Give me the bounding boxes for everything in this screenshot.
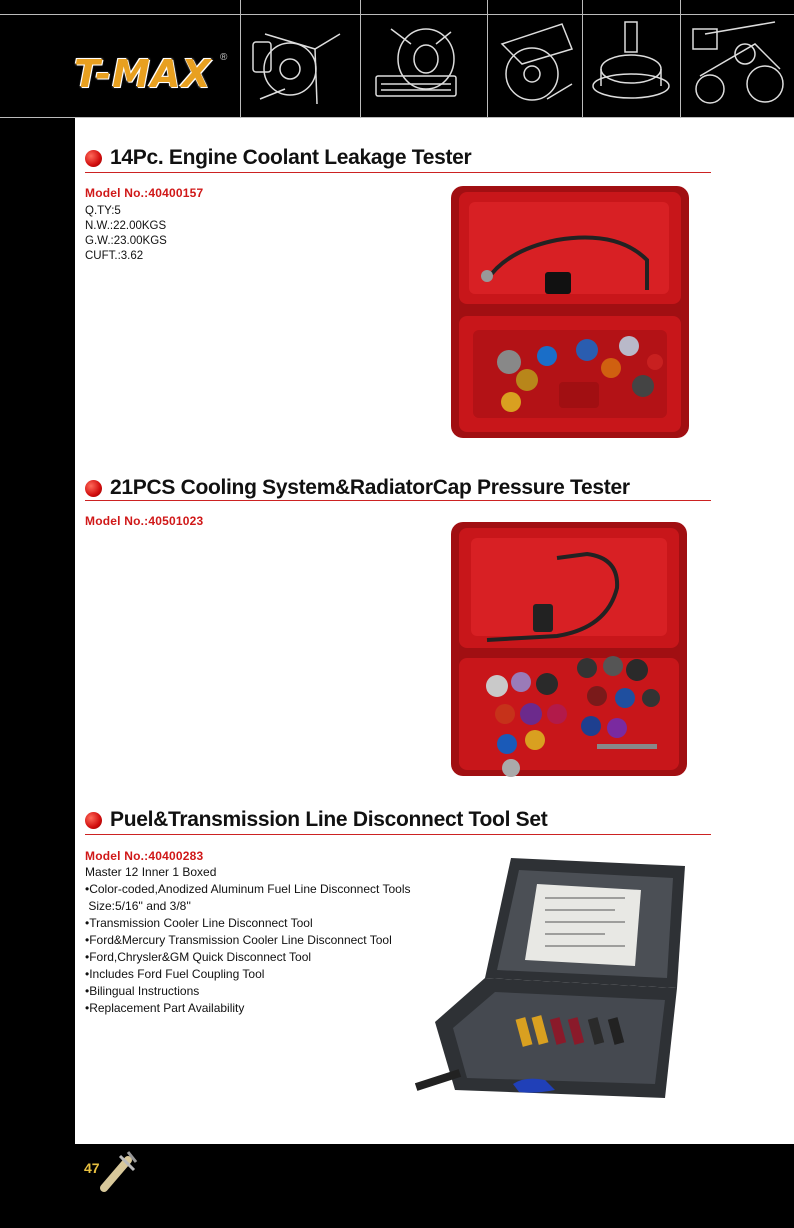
- wrench-icon: [100, 1151, 138, 1192]
- spec-qty: Q.TY:5: [85, 205, 121, 217]
- coolant-tester-case-image: [451, 186, 689, 438]
- page-number: 47: [84, 1160, 100, 1176]
- header-divider: [360, 0, 361, 118]
- section-header: Puel&Transmission Line Disconnect Tool S…: [85, 808, 548, 832]
- gear-tool-sketch-icon: [375, 28, 457, 97]
- feature-item: •Ford,Chrysler&GM Quick Disconnect Tool: [85, 950, 312, 964]
- feature-item: Size:5/16'' and 3/8'': [85, 899, 191, 913]
- red-bullet-icon: [85, 479, 102, 497]
- spec-gross-weight: G.W.:23.00KGS: [85, 235, 167, 247]
- feature-item: •Color-coded,Anodized Aluminum Fuel Line…: [85, 882, 411, 896]
- section-rule: [85, 500, 711, 501]
- wheel-puller-sketch-icon: [252, 33, 341, 105]
- header-divider: [240, 0, 241, 118]
- belt-tool-sketch-icon: [692, 21, 784, 104]
- hub-tool-sketch-icon: [500, 23, 574, 101]
- disconnect-tool-case-image: [415, 858, 685, 1098]
- product-title: 14Pc. Engine Coolant Leakage Tester: [110, 146, 472, 169]
- header-rule: [0, 14, 794, 15]
- feature-item: •Transmission Cooler Line Disconnect Too…: [85, 916, 313, 930]
- section-rule: [85, 172, 711, 173]
- header-divider: [680, 0, 681, 118]
- spec-net-weight: N.W.:22.00KGS: [85, 220, 167, 232]
- spec-list: Q.TY:5 N.W.:22.00KGS G.W.:23.00KGS CUFT.…: [85, 204, 167, 264]
- feature-item: •Ford&Mercury Transmission Cooler Line D…: [85, 933, 392, 947]
- model-number: Model No.:40400157: [85, 186, 204, 200]
- red-bullet-icon: [85, 811, 102, 829]
- registered-mark: ®: [220, 52, 228, 63]
- header-divider: [487, 0, 488, 118]
- feature-item: Master 12 Inner 1 Boxed: [85, 865, 217, 879]
- red-bullet-icon: [85, 149, 102, 167]
- section-header: 14Pc. Engine Coolant Leakage Tester: [85, 146, 472, 170]
- logo-text: T-MAX: [74, 52, 212, 96]
- header: T-MAX ®: [0, 0, 794, 118]
- section-rule: [85, 834, 711, 835]
- header-rule: [0, 117, 794, 118]
- feature-item: •Replacement Part Availability: [85, 1001, 245, 1015]
- product-title: Puel&Transmission Line Disconnect Tool S…: [110, 808, 548, 831]
- bearing-press-sketch-icon: [592, 21, 670, 99]
- feature-item: •Bilingual Instructions: [85, 984, 200, 998]
- spec-cuft: CUFT.:3.62: [85, 250, 144, 262]
- catalog-page: 14Pc. Engine Coolant Leakage Tester Mode…: [75, 118, 794, 1144]
- section-header: 21PCS Cooling System&RadiatorCap Pressur…: [85, 476, 630, 500]
- radiator-tester-case-image: [451, 522, 687, 777]
- model-number: Model No.:40400283: [85, 849, 204, 863]
- product-title: 21PCS Cooling System&RadiatorCap Pressur…: [110, 476, 630, 499]
- brand-logo: T-MAX ®: [74, 46, 228, 106]
- feature-list: Master 12 Inner 1 Boxed •Color-coded,Ano…: [85, 864, 411, 1017]
- header-divider: [582, 0, 583, 118]
- model-number: Model No.:40501023: [85, 514, 204, 528]
- feature-item: •Includes Ford Fuel Coupling Tool: [85, 967, 265, 981]
